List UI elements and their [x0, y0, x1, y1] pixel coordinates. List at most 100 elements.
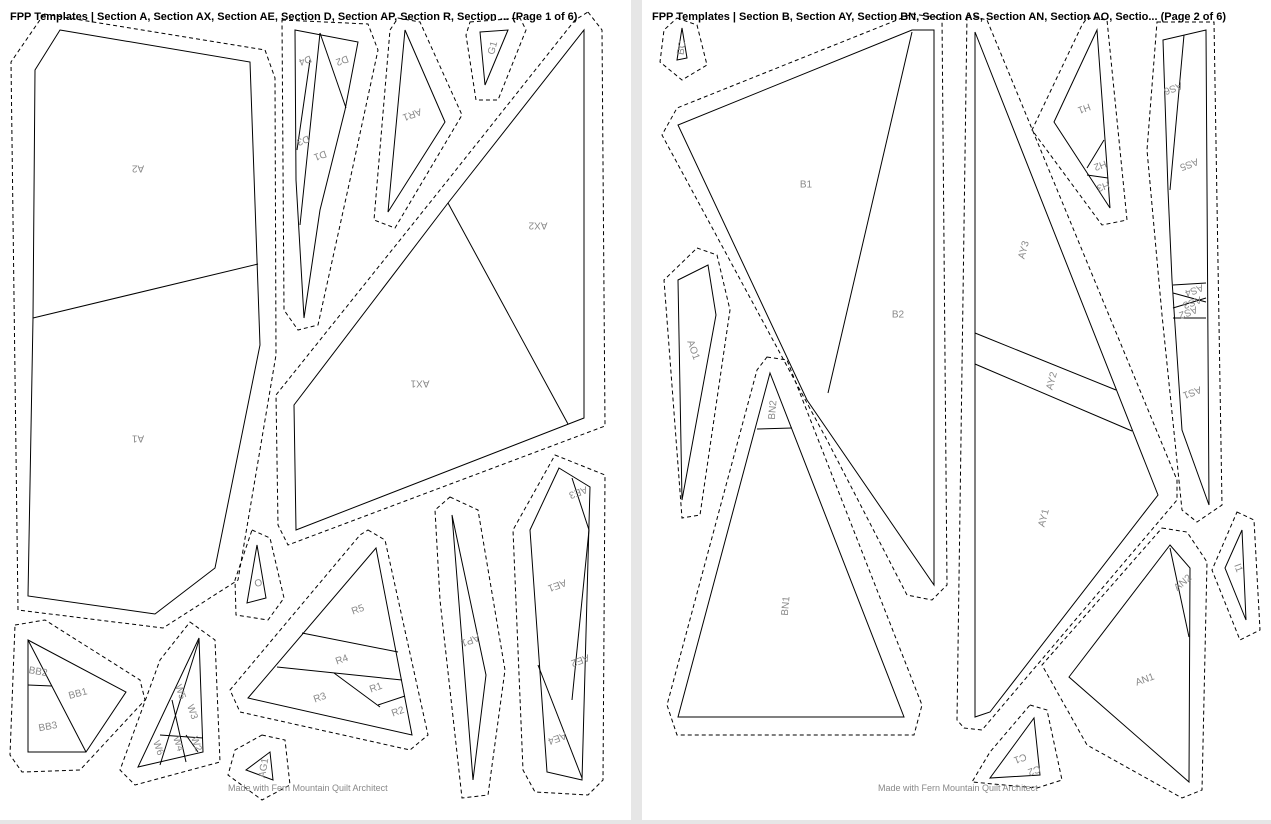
- template-page-2: FPP Templates | Section B, Section AY, S…: [642, 0, 1271, 820]
- seam-as-3: [1172, 292, 1207, 303]
- seam-as-1: [1169, 34, 1185, 191]
- seam-d-2: [299, 32, 321, 226]
- seam-ae-3: [537, 664, 583, 779]
- label-d2: D2: [334, 53, 350, 68]
- section-ao-cut-line: [663, 247, 731, 519]
- seam-ay2-ay1: [974, 363, 1133, 432]
- label-b1: B1: [800, 180, 813, 191]
- seam-ax1-ax2: [447, 202, 569, 425]
- seam-r1-r2: [377, 695, 406, 706]
- section-w-cut-line: [119, 621, 221, 786]
- section-as-outline: [1162, 29, 1210, 506]
- section-an-outline: [1068, 544, 1191, 784]
- section-c-cut-line: [971, 704, 1063, 789]
- label-i1: I1: [1231, 562, 1244, 574]
- label-ae2: AE2: [569, 651, 591, 668]
- seam-w-3: [159, 734, 204, 739]
- seam-h-2: [1086, 174, 1109, 179]
- section-as-cut-line: [1146, 21, 1223, 523]
- label-ay1: AY1: [1036, 507, 1051, 528]
- seam-ay3-ay2: [974, 332, 1117, 391]
- section-o-cut-line: [234, 529, 285, 621]
- seam-w-1: [159, 639, 200, 766]
- label-w5: W5: [172, 683, 188, 701]
- section-ar-outline: [387, 29, 446, 213]
- label-ag1: AG1: [257, 757, 271, 779]
- label-bb3: BB3: [38, 720, 59, 734]
- section-b-outline: [677, 29, 935, 587]
- label-d4: D4: [297, 53, 313, 68]
- label-bb1: BB1: [67, 686, 89, 702]
- section-r-cut-line: [229, 529, 429, 751]
- seam-d-1: [319, 32, 347, 109]
- section-an-cut-line: [1041, 527, 1208, 799]
- label-bc: BC: [676, 40, 689, 56]
- section-bb-cut-line: [9, 619, 146, 773]
- section-a-outline: [27, 29, 261, 615]
- seam-r5-r4: [301, 632, 399, 653]
- section-ar-cut-line: [373, 17, 463, 229]
- seam-ae-1: [571, 477, 590, 531]
- label-a2: A2: [131, 162, 144, 173]
- label-g1: G1: [486, 40, 500, 56]
- section-bn-cut-line: [666, 356, 923, 736]
- label-ar1: AR1: [401, 105, 423, 122]
- label-bn1: BN1: [780, 595, 793, 616]
- label-an1: AN1: [1134, 671, 1156, 688]
- label-w6: W6: [150, 739, 166, 757]
- section-ag-outline: [244, 751, 274, 781]
- section-ap-cut-line: [434, 496, 506, 799]
- label-bb2: BB2: [28, 665, 49, 679]
- section-d-cut-line: [281, 19, 379, 331]
- section-ax-outline: [293, 28, 585, 531]
- section-h-outline: [1053, 28, 1111, 209]
- label-a1: A1: [131, 432, 144, 443]
- label-ax2: AX2: [528, 219, 547, 230]
- template-page-1: FPP Templates | Section A, Section AX, S…: [0, 0, 631, 820]
- seam-r4-r3: [276, 666, 403, 681]
- section-bc-cut-line: [659, 17, 708, 81]
- label-ae4: AE4: [546, 729, 568, 746]
- page-1-drawing: A2 A1 D4 D2 D3 D1 AR1 G1 AX2 AX1 AE3 AE1: [9, 11, 606, 801]
- section-h-cut-line: [1031, 17, 1128, 226]
- seam-as-4: [1172, 297, 1207, 309]
- section-ae-cut-line: [512, 454, 606, 796]
- seam-a1-a2: [32, 263, 259, 319]
- label-as5: AS5: [1178, 155, 1200, 172]
- section-i-cut-line: [1211, 511, 1261, 641]
- label-d1: D1: [312, 148, 328, 163]
- label-c2: C2: [1026, 763, 1042, 778]
- seam-ae-2: [571, 529, 590, 701]
- label-r5: R5: [350, 603, 366, 618]
- section-c-outline: [988, 716, 1041, 779]
- section-w-outline: [137, 637, 204, 768]
- seam-r3-r1: [333, 672, 381, 708]
- label-ao1: AO1: [684, 339, 701, 362]
- label-r2: R2: [390, 705, 406, 720]
- section-ag-cut-line: [227, 734, 291, 801]
- label-r3: R3: [312, 691, 328, 706]
- label-w2: W2: [188, 735, 204, 753]
- seam-w-4: [185, 734, 199, 753]
- label-ax1: AX1: [410, 377, 429, 388]
- section-ao-outline: [677, 264, 717, 501]
- seam-d-3: [296, 59, 311, 151]
- seam-bb-2: [27, 684, 53, 687]
- section-ay-outline: [974, 31, 1159, 718]
- label-c1: C1: [1012, 751, 1028, 766]
- label-ay3: AY3: [1016, 239, 1031, 260]
- label-o: O: [252, 575, 263, 588]
- label-as1: AS1: [1181, 383, 1203, 400]
- section-a-cut-line: [10, 13, 277, 629]
- seam-b1-b2: [827, 31, 913, 394]
- seam-bn1-bn2: [756, 427, 793, 430]
- seam-an1-an2: [1169, 547, 1190, 638]
- label-h2: H2: [1092, 158, 1108, 173]
- page-2-drawing: BC B1 B2 AO1 BN2 BN1 AY3 AY2 AY1 H1 H2 H…: [659, 13, 1261, 799]
- label-w4: W4: [170, 735, 186, 753]
- label-w3: W3: [184, 703, 200, 721]
- page-title: FPP Templates | Section A, Section AX, S…: [10, 11, 578, 23]
- label-b2: B2: [892, 310, 905, 321]
- page-title: FPP Templates | Section B, Section AY, S…: [652, 11, 1226, 23]
- label-h3: H3: [1095, 179, 1111, 194]
